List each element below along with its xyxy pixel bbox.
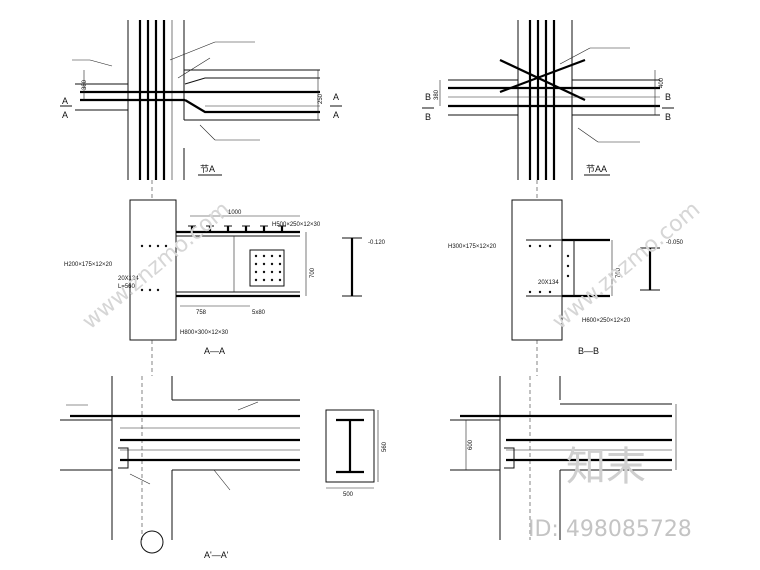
section-bottom-right: 600 [450,376,677,540]
dim-text: 380 [434,89,440,100]
dim-text: 1000 [228,210,242,216]
dim-text: H300×175×12×20 [448,244,497,250]
dim-text: 20X134 [538,280,559,286]
section-bb: 700 H300×175×12×20 H600×250×12×20 20X134… [448,199,684,356]
cut-label: A [62,96,68,106]
dim-text: 700 [616,267,622,278]
dim-text: -0.050 [666,240,684,246]
dim-text: 500 [343,492,354,498]
dim-text: -0.120 [368,240,386,246]
cut-label: B [665,112,671,122]
node-title: 节AA [586,164,607,174]
section-aa: 1000 758 5x80 H500×250×12×30 H800×300×12… [64,199,386,356]
dim-text: 758 [196,310,207,316]
dim-text: L=560 [118,284,136,290]
cut-label: A [333,110,339,120]
watermark-id: ID: 498085728 [528,517,692,542]
dim-text: 380 [82,79,88,90]
dim-text: H600×250×12×20 [582,318,631,324]
cut-label: B [425,112,431,122]
node-a-plan: A A A A 380 250 节A [60,20,342,180]
watermark-site-text: www.znzmo.com [548,197,705,335]
dim-text: H500×250×12×30 [272,222,321,228]
dim-text: 400 [659,77,665,88]
section-title: A—A [204,346,225,356]
section-aa2: 500 560 A'—A' [60,376,388,560]
cut-label: A [333,92,339,102]
node-aa-plan: B B B B 380 400 节AA [422,20,674,180]
cut-label: B [665,92,671,102]
section-title: B—B [578,346,599,356]
watermark-brand: 知末 [566,444,646,490]
dim-text: 250 [318,93,324,104]
cut-label: B [425,92,431,102]
shear-studs [188,225,286,232]
cut-label: A [62,110,68,120]
node-title: 节A [200,164,215,174]
section-title: A'—A' [204,550,229,560]
dim-text: 600 [468,439,474,450]
dim-text: H200×175×12×20 [64,262,113,268]
dim-text: H800×300×12×30 [180,330,229,336]
dim-text: 5x80 [252,310,266,316]
dim-text: 20X134 [118,276,139,282]
dim-text: 560 [382,441,388,452]
dim-text: 700 [310,267,316,278]
